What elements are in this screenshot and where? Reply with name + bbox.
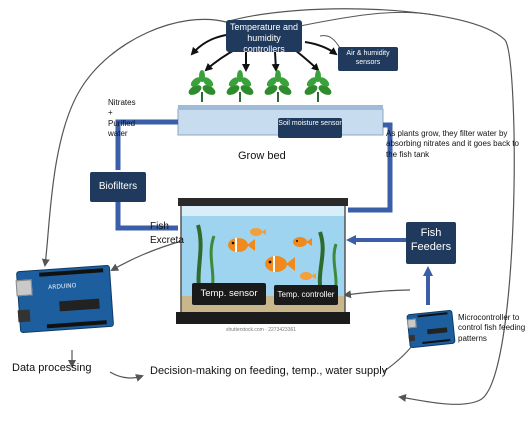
- microcontroller-note: Microcontroller to control fish feeding …: [458, 313, 526, 343]
- soil-moisture-sensor-box: Soil moisture sensor: [278, 118, 342, 138]
- fish-feeders-box: Fish Feeders: [406, 222, 456, 264]
- grow-bed-label: Grow bed: [238, 150, 286, 162]
- controller-arrow-5: [294, 49, 320, 72]
- controller-arrow-6: [304, 41, 338, 56]
- watermark-label: shutterstock.com · 2273423361: [226, 327, 297, 333]
- fish-icon: [293, 237, 312, 247]
- decision-making-label: Decision-making on feeding, temp., water…: [150, 365, 388, 377]
- plant-icon: [188, 70, 216, 102]
- feedback-loop-right: [225, 8, 515, 405]
- fish-icon: [250, 228, 266, 236]
- fish-icon: [300, 272, 316, 280]
- air-humidity-sensors-box: Air & humidity sensors: [338, 47, 398, 71]
- temp-controller-label: Temp. controller: [277, 290, 335, 299]
- controllers-box: Temperature and humidity controllers: [226, 20, 302, 54]
- plant-icon: [304, 70, 332, 102]
- fish-icon: [228, 238, 255, 252]
- soil-moisture-label: Soil moisture sensor: [278, 120, 342, 127]
- arrow-to-temp-controller: [343, 289, 411, 299]
- feedback-loop-left: [41, 18, 227, 267]
- arrow-to-decision: [109, 371, 144, 382]
- fish-tank-base: [176, 312, 350, 324]
- arduino-board-icon: ARDUINO: [15, 264, 115, 334]
- temp-controller-box: Temp. controller: [274, 285, 338, 305]
- fish-feeders-label: Fish Feeders: [410, 227, 452, 254]
- plant-description: As plants grow, they filter water by abs…: [386, 129, 519, 159]
- top-arc: [299, 11, 441, 27]
- controller-arrow-4: [271, 51, 280, 72]
- air-humidity-sensors-label: Air & humidity sensors: [346, 50, 390, 66]
- pipe-biofilter-to-tank: [115, 202, 178, 231]
- temp-sensor-label: Temp. sensor: [200, 288, 258, 299]
- fish-icon: [265, 256, 295, 272]
- arduino-board-icon: [406, 309, 456, 349]
- temp-sensor-box: Temp. sensor: [192, 283, 266, 305]
- pipe-growbed-to-tank: [348, 122, 393, 213]
- pipe-growbed-to-biofilter: [115, 119, 178, 170]
- fish-excreta-label: Fish Excreta: [150, 221, 184, 246]
- nitrates-label: Nitrates + Purified water: [108, 98, 136, 139]
- data-processing-label: Data processing: [12, 362, 92, 374]
- controllers-label: Temperature and humidity controllers: [229, 22, 299, 54]
- arrow-air-sensor: [319, 35, 341, 49]
- plant-icon: [264, 70, 292, 102]
- plant-icon: [226, 70, 254, 102]
- biofilters-box: Biofilters: [90, 172, 146, 202]
- arrow-tank-to-arduino: [110, 239, 186, 271]
- controller-arrow-1: [190, 34, 227, 56]
- fish-tank-lid: [178, 198, 348, 206]
- biofilters-label: Biofilters: [98, 181, 138, 192]
